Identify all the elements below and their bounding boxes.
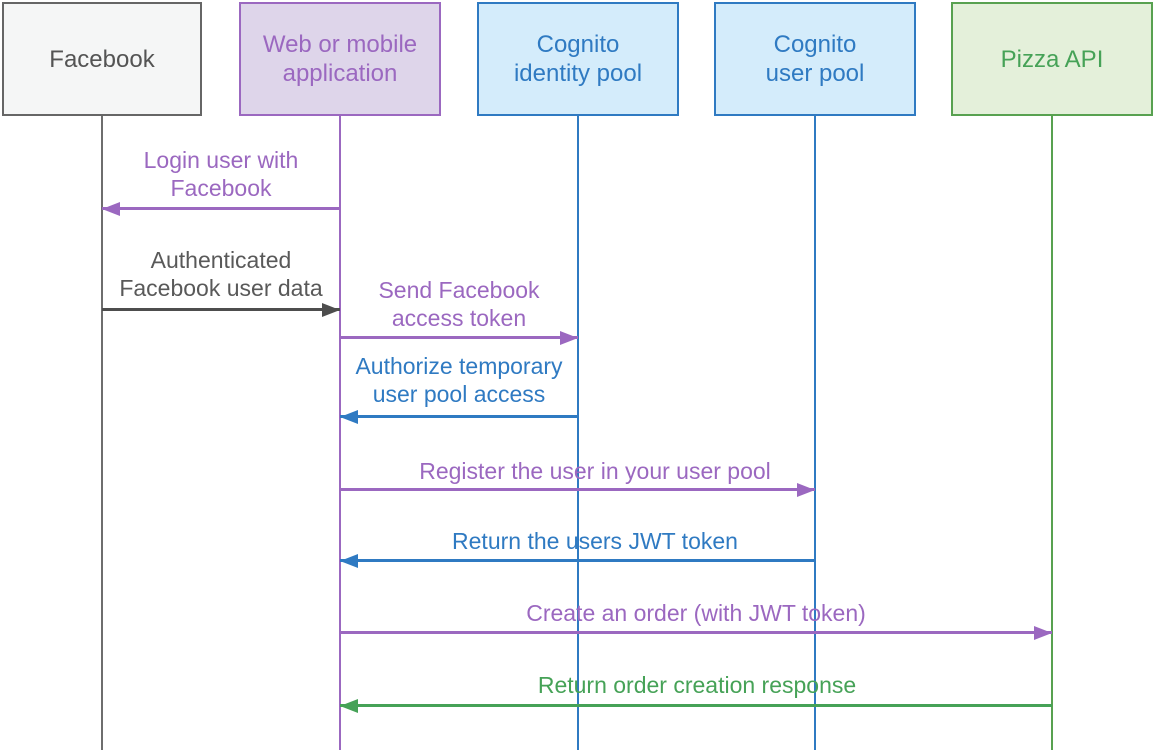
message-arrow (340, 699, 1052, 713)
actor-facebook: Facebook (2, 2, 202, 116)
arrow-line (340, 559, 815, 562)
lifeline-web-or-mobile-application (339, 116, 341, 750)
actor-web-or-mobile-application: Web or mobile application (239, 2, 441, 116)
message-label: Return order creation response (537, 672, 857, 698)
message-arrow (340, 554, 815, 568)
arrow-line (340, 336, 578, 339)
message-arrow (340, 483, 815, 497)
lifeline-cognito-user-pool (814, 116, 816, 750)
lifeline-cognito-identity-pool (577, 116, 579, 750)
message-arrow (340, 626, 1052, 640)
actor-cognito-user-pool-label: Cognito user pool (765, 31, 865, 87)
actor-cognito-identity-pool-label: Cognito identity pool (513, 31, 643, 87)
arrow-left-icon (340, 699, 358, 713)
actor-pizza-api: Pizza API (951, 2, 1153, 116)
message-label: Create an order (with JWT token) (526, 600, 866, 626)
actor-web-or-mobile-application-label: Web or mobile application (262, 31, 418, 87)
actor-pizza-api-label: Pizza API (1000, 45, 1104, 73)
arrow-line (102, 207, 340, 210)
arrow-right-icon (560, 331, 578, 345)
arrow-left-icon (102, 202, 120, 216)
actor-cognito-user-pool: Cognito user pool (714, 2, 916, 116)
arrow-line (340, 488, 815, 491)
arrow-line (340, 631, 1052, 634)
message-label: Authorize temporary user pool access (355, 353, 563, 407)
message-arrow (340, 331, 578, 345)
arrow-line (340, 704, 1052, 707)
arrow-right-icon (322, 303, 340, 317)
message-arrow (102, 202, 340, 216)
message-label: Return the users JWT token (452, 528, 738, 554)
arrow-right-icon (1034, 626, 1052, 640)
lifeline-facebook (101, 116, 103, 750)
message-label: Authenticated Facebook user data (119, 247, 323, 301)
arrow-left-icon (340, 410, 358, 424)
message-arrow (340, 410, 578, 424)
lifeline-pizza-api (1051, 116, 1053, 750)
message-label: Login user with Facebook (143, 147, 299, 201)
message-label: Send Facebook access token (378, 277, 540, 331)
message-label: Register the user in your user pool (419, 458, 771, 484)
arrow-right-icon (797, 483, 815, 497)
arrow-line (340, 415, 578, 418)
message-arrow (102, 303, 340, 317)
actor-facebook-label: Facebook (49, 45, 155, 73)
arrow-left-icon (340, 554, 358, 568)
arrow-line (102, 308, 340, 311)
actor-cognito-identity-pool: Cognito identity pool (477, 2, 679, 116)
